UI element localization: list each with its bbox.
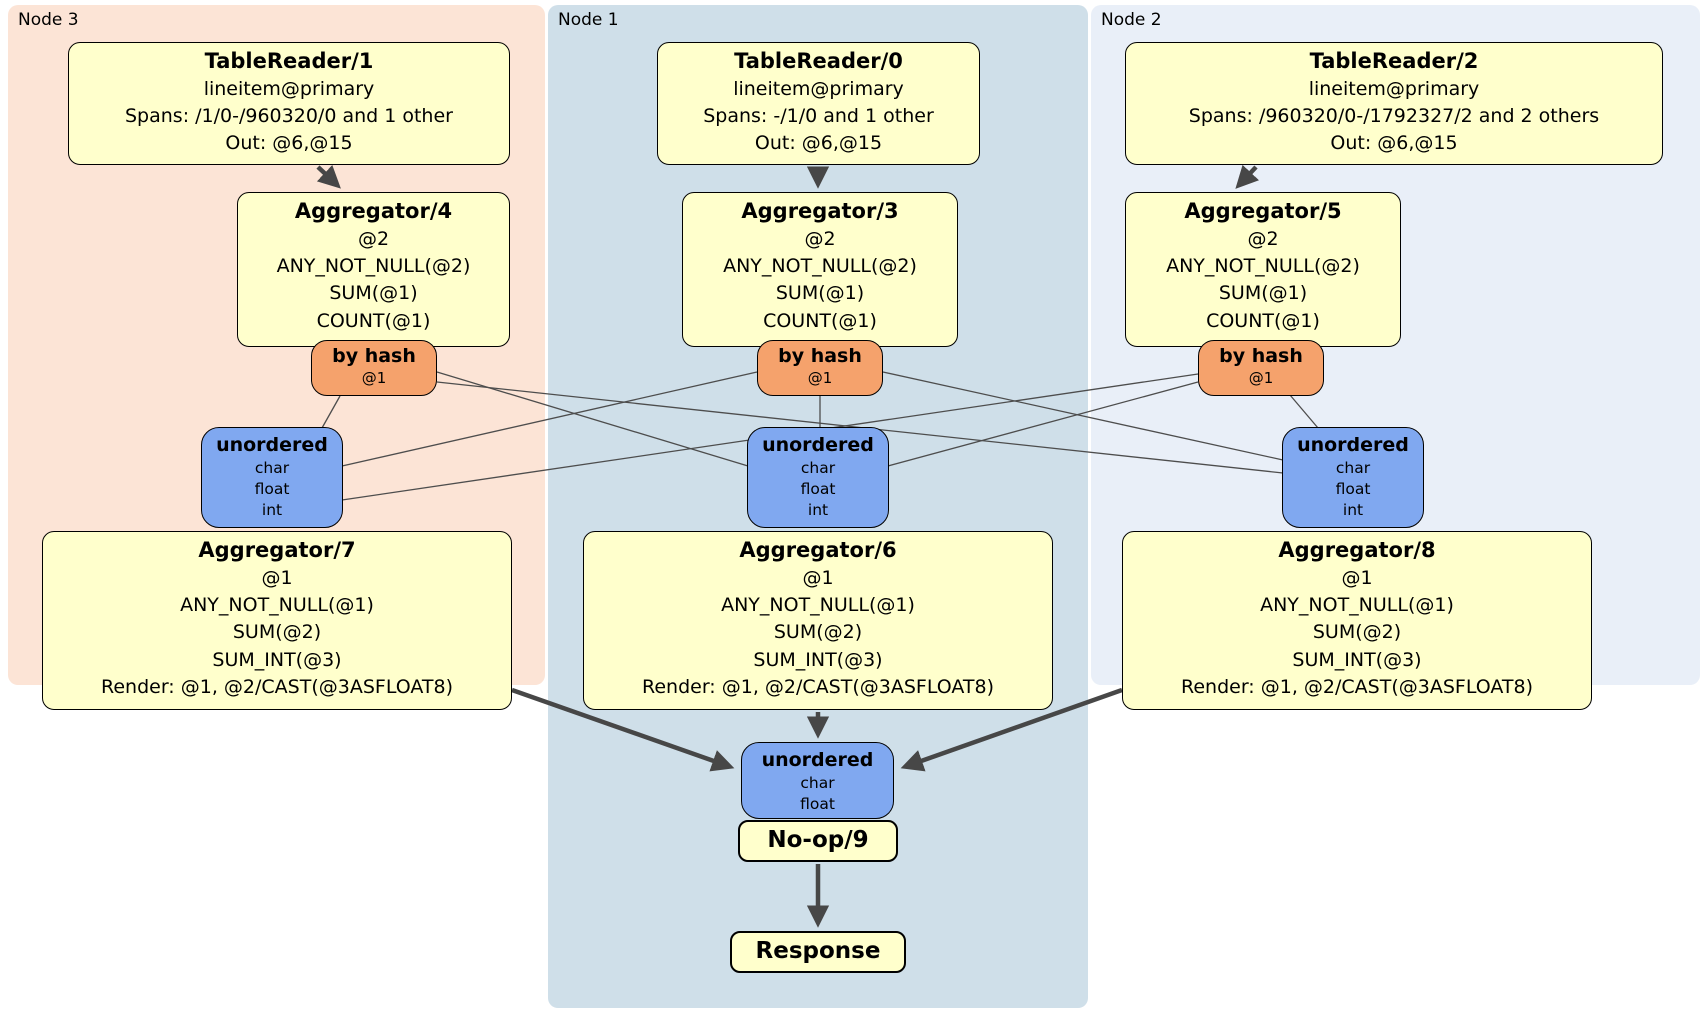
box-line: Render: @1, @2/CAST(@3ASFLOAT8) [101,675,453,698]
node2-unordered-sync: unordered char float int [1282,427,1424,528]
sync-title: unordered [761,749,874,771]
box-line: SUM_INT(@3) [212,648,342,671]
box-line: lineitem@primary [1308,78,1480,100]
box-line: Out: @6,@15 [754,132,883,155]
node1-unordered-sync: unordered char float int [747,427,889,528]
box-line: SUM_INT(@3) [1292,648,1422,671]
box-line: ANY_NOT_NULL(@2) [276,255,471,278]
node3-unordered-sync: unordered char float int [201,427,343,528]
box-line: SUM(@2) [1312,621,1402,644]
box-line: char [254,459,290,477]
router-title: by hash [778,345,862,367]
box-line: float [254,480,290,498]
response-box: Response [730,931,906,973]
box-line: @1 [802,567,834,589]
box-line: Out: @6,@15 [225,132,353,155]
node3-label: Node 3 [18,10,79,30]
box-line: @1 [807,369,833,387]
box-line: COUNT(@1) [316,309,431,332]
noop-box: No-op/9 [738,820,898,862]
box-line: SUM_INT(@3) [753,648,883,671]
box-line: @1 [1341,567,1373,589]
box-line: @2 [804,228,836,250]
box-line: COUNT(@1) [763,309,877,332]
box-title: Aggregator/3 [741,199,899,223]
node1-hash-router: by hash @1 [757,340,883,396]
box-line: ANY_NOT_NULL(@2) [723,255,917,278]
box-line: char [800,459,836,477]
box-line: float [1335,480,1371,498]
node2-hash-router: by hash @1 [1198,340,1324,396]
box-title: Response [755,938,881,964]
box-line: lineitem@primary [203,78,375,100]
box-line: char [800,774,835,792]
box-title: No-op/9 [767,827,869,853]
box-line: @1 [361,369,387,387]
final-unordered-sync: unordered char float [741,742,894,819]
box-line: SUM(@2) [773,621,863,644]
router-title: by hash [332,345,416,367]
box-line: @1 [261,567,293,589]
box-title: Aggregator/4 [294,199,453,223]
box-line: Out: @6,@15 [1330,132,1458,155]
sync-title: unordered [1297,434,1409,456]
box-title: TableReader/1 [204,49,374,73]
box-line: Render: @1, @2/CAST(@3ASFLOAT8) [642,675,994,698]
box-line: int [807,501,829,519]
box-line: ANY_NOT_NULL(@2) [1166,255,1360,278]
box-line: ANY_NOT_NULL(@1) [180,594,374,617]
box-line: ANY_NOT_NULL(@1) [721,594,915,617]
box-title: Aggregator/6 [739,538,897,562]
box-line: Render: @1, @2/CAST(@3ASFLOAT8) [1181,675,1533,698]
box-line: SUM(@1) [775,282,865,305]
box-line: @2 [357,228,390,250]
box-line: SUM(@1) [1218,282,1308,305]
box-line: Spans: -/1/0 and 1 other [703,105,934,128]
box-line: Spans: /960320/0-/1792327/2 and 2 others [1188,105,1600,128]
box-line: COUNT(@1) [1206,309,1320,332]
box-title: Aggregator/5 [1184,199,1342,223]
box-line: char [1335,459,1371,477]
box-line: int [261,501,283,519]
box-line: @1 [1248,369,1274,387]
box-line: SUM(@1) [329,282,418,305]
box-title: Aggregator/8 [1278,538,1436,562]
box-line: SUM(@2) [232,621,322,644]
box-line: float [800,795,835,813]
box-title: Aggregator/7 [198,538,356,562]
node1-label: Node 1 [558,10,619,30]
box-line: lineitem@primary [733,78,904,100]
box-line: float [800,480,836,498]
box-line: ANY_NOT_NULL(@1) [1260,594,1454,617]
box-title: TableReader/2 [1309,49,1479,73]
router-title: by hash [1219,345,1303,367]
box-line: @2 [1247,228,1279,250]
box-line: int [1342,501,1364,519]
box-line: Spans: /1/0-/960320/0 and 1 other [125,105,453,128]
sync-title: unordered [216,434,328,456]
box-title: TableReader/0 [734,49,903,73]
sync-title: unordered [762,434,874,456]
node3-hash-router: by hash @1 [311,340,437,396]
node2-label: Node 2 [1101,10,1162,30]
